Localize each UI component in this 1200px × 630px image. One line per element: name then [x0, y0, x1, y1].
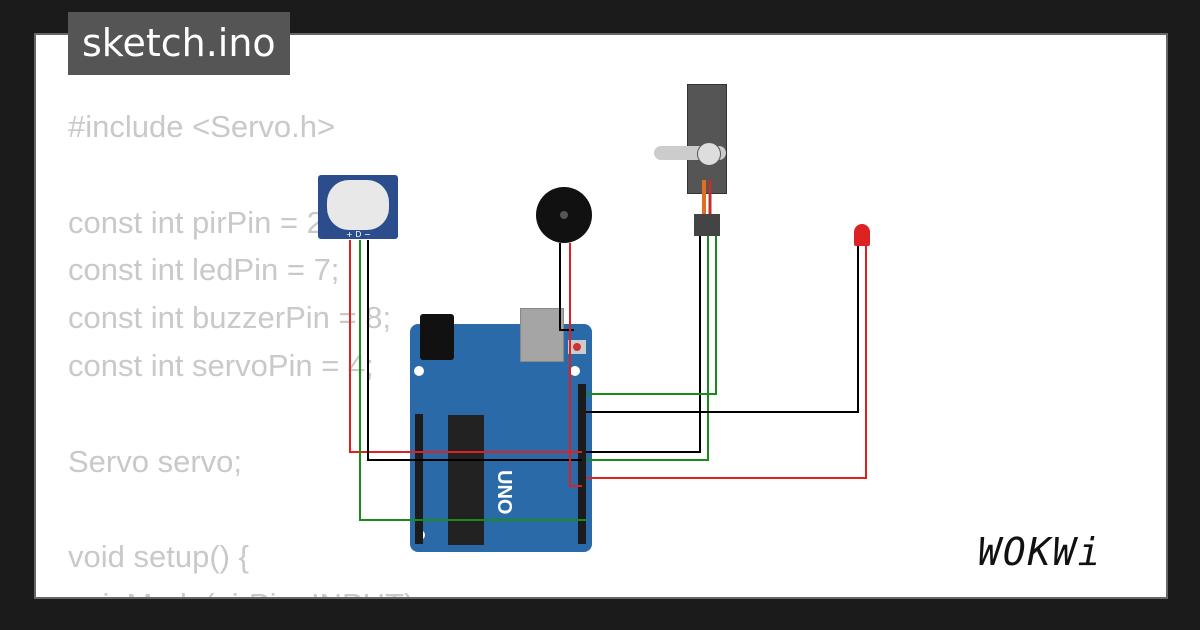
code-line: #include <Servo.h>: [68, 109, 336, 144]
microcontroller-chip: [448, 415, 484, 545]
wire-pir-vcc: [349, 240, 582, 453]
wire-servo-gnd: [586, 236, 701, 453]
preview-card: #include <Servo.h>const int pirPin = 2;c…: [34, 33, 1168, 599]
pir-dome: [327, 180, 389, 230]
code-line: const int servoPin = 4;: [68, 347, 374, 383]
buzzer: [536, 187, 592, 243]
mounting-hole: [570, 366, 580, 376]
code-line: const int ledPin = 7;: [68, 252, 340, 288]
mounting-hole: [414, 366, 424, 376]
wire-servo-vcc: [586, 236, 709, 461]
pir-pin-label: + D −: [346, 230, 371, 239]
usb-port: [520, 308, 564, 362]
wire-pir-gnd: [367, 240, 582, 461]
reset-button: [568, 340, 586, 354]
code-line: void setup() {: [68, 539, 249, 575]
wire-led-anode: [586, 246, 867, 479]
wire-buzzer-pos: [569, 243, 582, 487]
code-line: pinMode(pirPin, INPUT);: [68, 581, 423, 597]
code-line: const int buzzerPin = 8;: [68, 300, 392, 336]
servo-hub: [697, 142, 721, 166]
wire-servo-sig: [586, 236, 717, 395]
wire-led-gnd: [586, 246, 859, 413]
wire-pir-data: [359, 240, 586, 521]
file-name-tab: sketch.ino: [68, 12, 290, 75]
wire-buzzer-neg: [559, 243, 574, 331]
code-line: Servo servo;: [68, 443, 243, 479]
servo-motor: [687, 84, 727, 194]
red-led: [854, 224, 870, 246]
wokwi-logo: WOKWi: [978, 530, 1103, 574]
right-header: [578, 384, 586, 544]
left-header: [415, 414, 423, 544]
arduino-board: [410, 324, 592, 552]
power-jack: [420, 314, 454, 360]
servo-connector: [694, 214, 720, 236]
